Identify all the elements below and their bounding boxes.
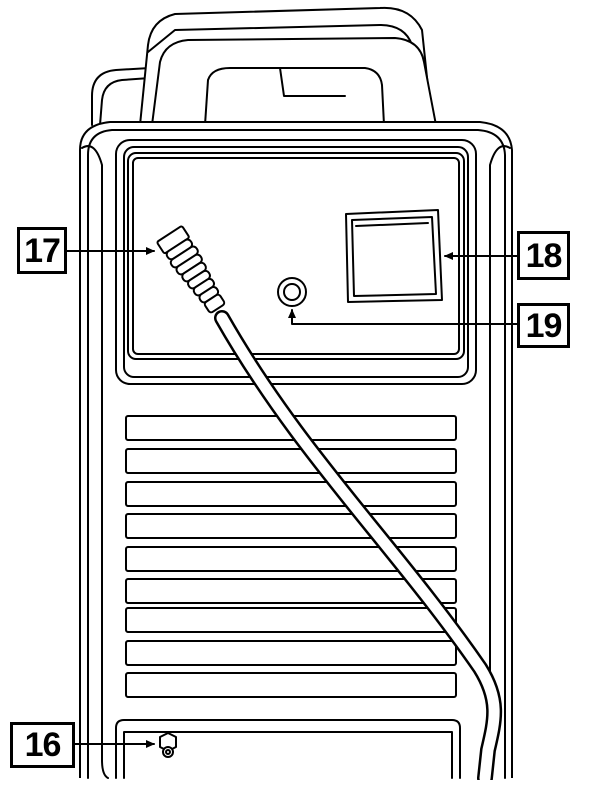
gas-inlet-connector [159, 732, 177, 758]
power-cable [156, 225, 503, 785]
callout-17: 17 [17, 227, 67, 274]
leader-19 [288, 309, 519, 325]
main-switch [345, 209, 443, 303]
callout-16: 16 [10, 722, 75, 768]
base-panel [115, 719, 461, 779]
carrying-handle [91, 6, 437, 126]
callout-19: 19 [517, 303, 570, 348]
cable-gland [156, 225, 226, 314]
ventilation-grille [125, 415, 457, 698]
rear-socket [277, 277, 307, 307]
callout-18: 18 [517, 231, 570, 280]
